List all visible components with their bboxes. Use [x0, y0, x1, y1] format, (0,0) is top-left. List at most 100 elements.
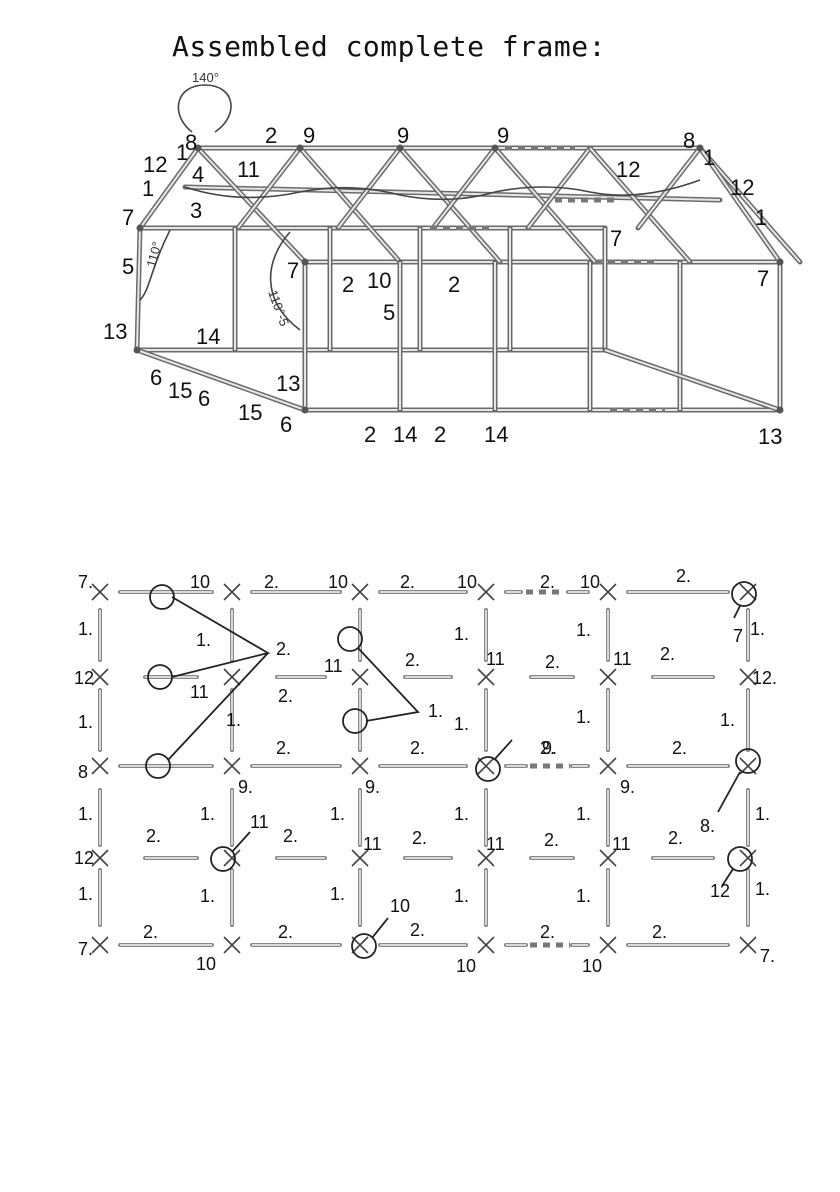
pipe-connector — [223, 849, 241, 867]
frame-pipe-highlight — [237, 147, 301, 229]
callout-leader — [357, 647, 420, 722]
callout-leader — [231, 831, 251, 853]
part-number-label: 12. — [752, 668, 777, 688]
part-number-label: 2. — [540, 738, 555, 758]
part-number-label: 11 — [250, 812, 269, 832]
part-number-label: 2. — [545, 652, 560, 672]
part-number-label: 6 — [150, 365, 162, 390]
part-number-label: 1. — [454, 886, 469, 906]
callout-circle — [210, 846, 236, 872]
part-number-label: 11 — [613, 649, 632, 669]
part-number-label: 2. — [264, 572, 279, 592]
frame-pipe-highlight — [197, 147, 306, 263]
part-number-label: 10 — [582, 956, 602, 976]
part-number-label: 2 — [364, 422, 376, 447]
part-number-label: 1. — [78, 712, 93, 732]
callout-circle — [145, 753, 171, 779]
part-number-label: 1. — [454, 624, 469, 644]
part-number-label: 8 — [78, 762, 88, 782]
joint-node — [491, 144, 499, 152]
callout-circle — [735, 748, 761, 774]
frame-pipe-highlight — [139, 147, 199, 229]
joint-node — [301, 406, 309, 414]
part-number-label: 14 — [484, 422, 508, 447]
part-number-label: 2 — [448, 272, 460, 297]
frame-pipe-highlight — [604, 349, 781, 411]
part-number-label: 11 — [486, 834, 505, 854]
part-number-label: 1. — [576, 707, 591, 727]
part-number-label: 2. — [400, 572, 415, 592]
part-number-label: 2. — [540, 922, 555, 942]
part-number-label: 5 — [383, 300, 395, 325]
part-number-label: 9 — [497, 123, 509, 148]
part-number-label: 2. — [146, 826, 161, 846]
frame-pipe-highlight — [432, 147, 496, 229]
part-number-label: 1 — [755, 205, 767, 230]
joint-node — [136, 224, 144, 232]
part-number-label: 3 — [190, 198, 202, 223]
part-number-label: 2. — [668, 828, 683, 848]
part-number-label: 6 — [198, 386, 210, 411]
part-number-label: 11 — [612, 834, 631, 854]
part-number-label: 1 — [142, 176, 154, 201]
frame-pipe-highlight — [337, 147, 401, 229]
part-number-label: 2. — [410, 920, 425, 940]
part-number-label: 11 — [190, 682, 209, 702]
part-number-label: 13 — [103, 319, 127, 344]
part-number-label: 1. — [200, 886, 215, 906]
part-number-label: 1 — [176, 140, 188, 165]
part-number-label: 8 — [683, 128, 695, 153]
part-number-label: 1. — [720, 710, 735, 730]
part-number-label: 10 — [456, 956, 476, 976]
part-number-label: 2. — [278, 686, 293, 706]
part-number-label: 14 — [393, 422, 417, 447]
angle-arc-110 — [139, 229, 171, 301]
part-number-label: 1. — [576, 620, 591, 640]
part-number-label: 2 — [342, 272, 354, 297]
pipe-connector — [91, 583, 109, 601]
pipe-connector — [599, 583, 617, 601]
part-number-label: 2. — [544, 830, 559, 850]
part-number-label: 9. — [542, 738, 557, 758]
roof-tension-rod — [184, 179, 701, 201]
pipe-connector — [599, 936, 617, 954]
part-number-label: 1. — [200, 804, 215, 824]
pipe-connector — [739, 849, 757, 867]
part-number-label: 1. — [576, 886, 591, 906]
part-number-label: 1. — [454, 714, 469, 734]
part-number-label: 1 — [703, 145, 715, 170]
part-number-label: 8 — [185, 130, 197, 155]
part-number-label: 2. — [143, 922, 158, 942]
part-number-label: 1. — [196, 630, 211, 650]
part-number-label: 9 — [397, 123, 409, 148]
part-number-label: 7. — [78, 939, 93, 959]
pipe-connector — [223, 936, 241, 954]
part-number-label: 2 — [265, 123, 277, 148]
part-number-label: 13 — [758, 424, 782, 449]
pipe-connector — [477, 757, 495, 775]
frame-pipe-highlight — [299, 147, 401, 263]
part-number-label: 1. — [78, 619, 93, 639]
part-number-label: 7 — [122, 205, 134, 230]
part-number-label: 15 — [238, 400, 262, 425]
pipe-connector — [599, 668, 617, 686]
part-number-label: 1. — [454, 804, 469, 824]
part-number-label: 9 — [303, 123, 315, 148]
part-number-label: 1. — [576, 804, 591, 824]
part-number-label: 2. — [540, 572, 555, 592]
part-number-label: 1. — [428, 701, 443, 721]
part-number-label: 7. — [760, 946, 775, 966]
part-number-label: 1. — [78, 884, 93, 904]
part-number-label: 10 — [580, 572, 600, 592]
part-number-label: 11 — [324, 656, 343, 676]
frame-pipe-highlight — [699, 147, 781, 263]
part-number-label: 2. — [276, 639, 291, 659]
part-number-label: 8. — [700, 816, 715, 836]
part-number-label: 2 — [434, 422, 446, 447]
callout-leader — [167, 596, 271, 761]
part-number-label: 11 — [237, 157, 260, 182]
part-number-label: 9. — [238, 777, 253, 797]
pipe-connector — [91, 849, 109, 867]
part-number-label: 12 — [143, 152, 167, 177]
callout-circle — [337, 626, 363, 652]
